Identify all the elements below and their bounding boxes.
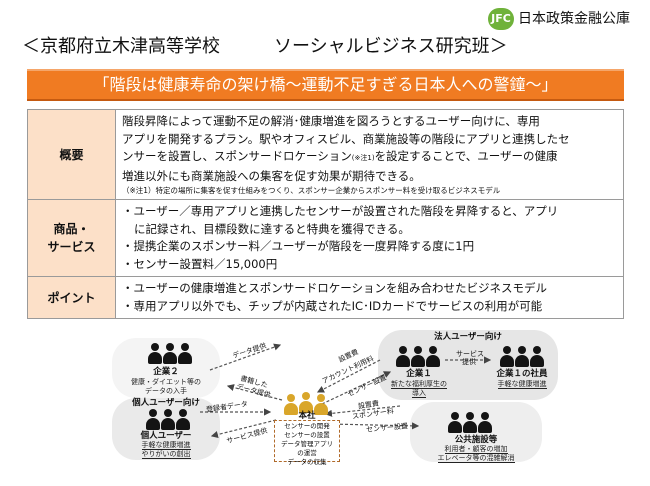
products-line: に記録され、目標段数に達すると特典を獲得できる。	[134, 221, 410, 236]
person-icon	[161, 409, 175, 431]
products-line: ・センサー設置料／15,000円	[122, 256, 278, 271]
plan-table: 概要 階段昇降によって運動不足の解消･健康増進を図ろうとするユーザー向けに、専用…	[27, 109, 624, 319]
public-label: 公共施設等	[454, 435, 498, 445]
person-icon	[396, 346, 410, 368]
arrow-line	[209, 343, 282, 371]
row-content-overview: 階段昇降によって運動不足の解消･健康増進を図ろうとするユーザー向けに、専用 アプ…	[115, 109, 624, 200]
arrow-label-service: サービス	[456, 350, 484, 358]
jfc-logo-badge: JFC	[488, 8, 514, 30]
overview-line: 階段昇降によって運動不足の解消･健康増進を図ろうとするユーザー向けに、専用	[122, 114, 540, 128]
row-content-products: ・ユーザー／専用アプリと連携したセンサーが設置された階段を昇降すると、アプリ に…	[115, 199, 624, 277]
person-icon	[146, 409, 160, 431]
person-icon	[163, 343, 177, 365]
company1-desc: 新たな福利厚生の	[391, 380, 447, 389]
employee-desc: 手軽な健康増進	[497, 380, 547, 389]
hq-label: 本社	[298, 411, 316, 421]
employee-label: 企業１の社員	[496, 369, 548, 379]
individual-label: 個人ユーザー	[140, 431, 192, 441]
team-name: ソーシャルビジネス研究班＞	[274, 36, 508, 57]
hq-roles-box: センサーの開発 センサーの設置 データ管理アプリ の運営 データの収集	[274, 420, 340, 466]
theme-banner	[27, 69, 624, 101]
arrow-line	[210, 419, 277, 439]
arrow-line	[324, 405, 401, 417]
jfc-logo-text: 日本政策金融公庫	[518, 11, 630, 27]
hq-person-icon	[284, 394, 298, 416]
individual-desc: やりがいの創出	[141, 450, 191, 459]
person-icon	[500, 346, 514, 368]
table-row: 商品・サービス ・ユーザー／専用アプリと連携したセンサーが設置された階段を昇降す…	[27, 199, 624, 277]
school-name: ＜京都府立木津高等学校	[22, 36, 220, 57]
overview-line: 増進以外にも商業施設への集客を促す効果が期待できる。	[122, 168, 421, 183]
arrow-line	[321, 371, 392, 405]
theme-banner-text: 「階段は健康寿命の架け橋～運動不足すぎる日本人への警鐘～」	[93, 75, 558, 94]
individual-desc: 手軽な健康増進	[141, 441, 191, 450]
overview-line: ンサーを設置し、スポンサードロケーション	[122, 149, 352, 163]
public-desc: エレベータ等の混雑解消	[437, 454, 515, 463]
points-line: ・専用アプリ以外でも、チップが内蔵されたIC･IDカードでサービスの利用が可能	[122, 298, 543, 313]
person-icon	[515, 346, 529, 368]
corporate-header: 法人ユーザー向け	[434, 332, 502, 342]
person-icon	[530, 346, 544, 368]
table-row: ポイント ・ユーザーの健康増進とスポンサードロケーションを組み合わせたビジネスモ…	[27, 276, 624, 319]
hq-person-icon	[299, 392, 313, 414]
person-icon	[463, 412, 477, 434]
overview-line: を設定することで、ユーザーの健康	[374, 149, 558, 163]
arrow-label-service: 提供	[462, 358, 476, 366]
arrow-line	[316, 359, 381, 393]
individual-header: 個人ユーザー向け	[132, 398, 200, 408]
person-icon	[411, 346, 425, 368]
person-icon	[478, 412, 492, 434]
row-label-points: ポイント	[27, 276, 116, 319]
company1-desc: 導入	[412, 389, 426, 398]
hq-person-icon	[314, 394, 328, 416]
person-icon	[448, 412, 462, 434]
company2-desc: データの入手	[145, 387, 187, 395]
overview-line: アプリを開発するプラン。駅やオフィスビル、商業施設等の階段にアプリと連携したセ	[122, 131, 570, 146]
table-row: 概要 階段昇降によって運動不足の解消･健康増進を図ろうとするユーザー向けに、専用…	[27, 109, 624, 200]
public-desc: 利用者・顧客の増加	[444, 445, 508, 454]
person-icon	[176, 409, 190, 431]
arrow-line	[226, 384, 283, 401]
company2-desc: 健康・ダイエット等の	[131, 378, 201, 386]
person-icon	[426, 346, 440, 368]
products-line: ・ユーザー／専用アプリと連携したセンサーが設置された階段を昇降すると、アプリ	[122, 204, 559, 218]
points-line: ・ユーザーの健康増進とスポンサードロケーションを組み合わせたビジネスモデル	[122, 281, 548, 295]
page-title: ＜京都府立木津高等学校 ソーシャルビジネス研究班＞	[22, 34, 508, 60]
person-icon	[148, 343, 162, 365]
row-label-products: 商品・サービス	[27, 199, 116, 277]
products-line: ・提携企業のスポンサー料／ユーザーが階段を一度昇降する度に1円	[122, 239, 475, 253]
person-icon	[178, 343, 192, 365]
company2-label: 企業２	[153, 367, 179, 377]
company1-label: 企業１	[406, 369, 432, 379]
row-content-points: ・ユーザーの健康増進とスポンサードロケーションを組み合わせたビジネスモデル ・専…	[115, 276, 624, 319]
overview-footnote: （※注1）特定の場所に集客を促す仕組みをつくり、スポンサー企業からスポンサー料を…	[122, 186, 501, 195]
overview-note-ref: (※注1)	[351, 154, 375, 162]
